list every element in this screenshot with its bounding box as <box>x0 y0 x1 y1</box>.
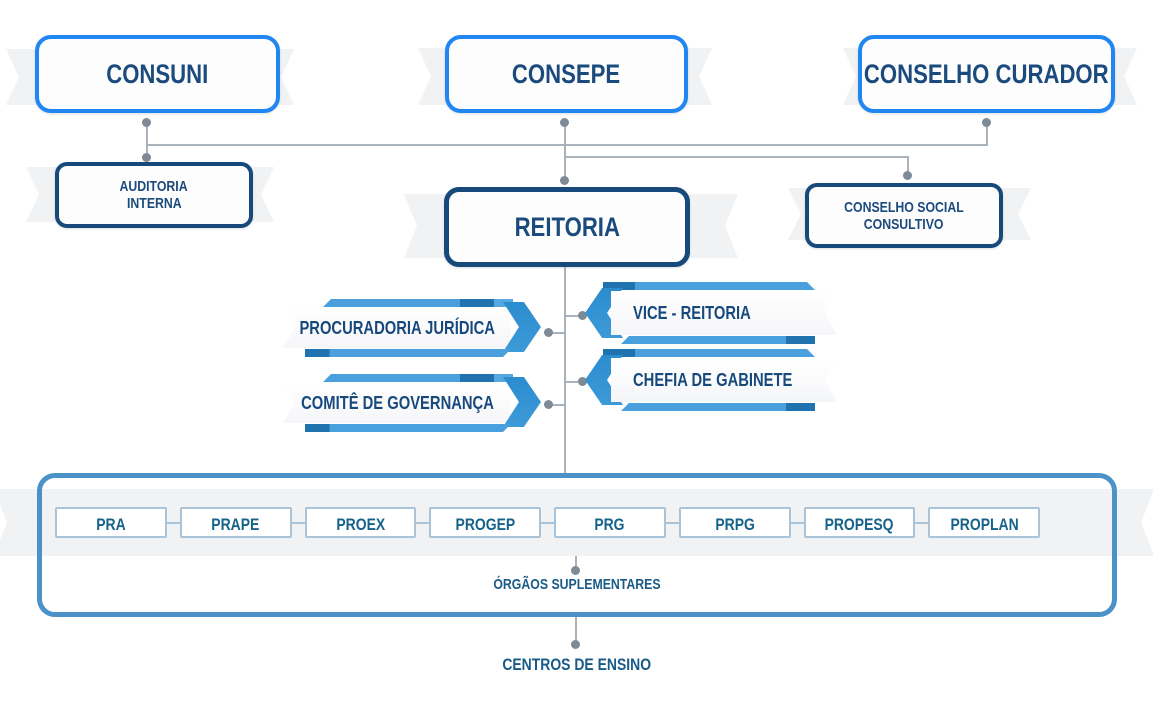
pro-reitoria-connector <box>665 521 679 524</box>
conselho-curador-label: CONSELHO CURADOR <box>864 58 1109 89</box>
connector-stub-vice <box>565 315 581 317</box>
connector-social-down <box>907 156 909 176</box>
centros-de-ensino-label: CENTROS DE ENSINO <box>377 655 777 675</box>
connector-dot <box>571 640 580 649</box>
procuradoria-juridica-label: PROCURADORIA JURÍDICA <box>299 317 495 338</box>
ribbon-accent-bar <box>621 336 815 344</box>
orgaos-suplementares-text: ÓRGÃOS SUPLEMENTARES <box>493 576 661 593</box>
procuradoria-juridica-body: PROCURADORIA JURÍDICA <box>283 308 511 348</box>
reitoria-structure-container <box>37 473 1117 617</box>
connector-stub-procuradoria <box>549 332 565 334</box>
connector-dot <box>982 118 991 127</box>
progep-label: PROGEP <box>455 515 515 534</box>
ribbon-accent-bar <box>603 349 815 357</box>
ribbon-accent-bar <box>305 349 511 357</box>
vice-reitoria-body: VICE - REITORIA <box>611 291 837 335</box>
pro-reitoria-connector <box>915 521 929 524</box>
connector-social-horizontal <box>565 156 909 158</box>
connector-stub-chefia <box>565 381 581 383</box>
connector-curador-down <box>986 122 988 146</box>
comite-governanca-label: COMITÊ DE GOVERNANÇA <box>300 392 494 413</box>
chefia-gabinete-ribbon: CHEFIA DE GABINETE <box>585 349 837 411</box>
comite-governanca-body: COMITÊ DE GOVERNANÇA <box>283 383 511 423</box>
auditoria-interna-box: AUDITORIA INTERNA <box>55 162 253 228</box>
reitoria-label: REITORIA <box>514 211 620 242</box>
chefia-gabinete-body: CHEFIA DE GABINETE <box>611 358 837 402</box>
pro-reitoria-box-progep: PROGEP <box>429 507 541 538</box>
connector-container-centros <box>575 617 577 643</box>
prape-label: PRAPE <box>211 515 260 534</box>
consepe-box: CONSEPE <box>445 35 688 113</box>
ribbon-accent-bar <box>603 282 815 290</box>
comite-governanca-ribbon: COMITÊ DE GOVERNANÇA <box>283 374 545 432</box>
connector-dot <box>578 377 587 386</box>
connector-dot <box>544 328 553 337</box>
prg-label: PRG <box>594 515 625 534</box>
vice-reitoria-label: VICE - REITORIA <box>633 302 751 323</box>
conselho-social-label-line1: CONSELHO SOCIAL <box>844 198 964 216</box>
connector-dot <box>142 118 151 127</box>
connector-dot <box>571 566 580 575</box>
proex-label: PROEX <box>335 515 385 534</box>
connector-dot <box>560 176 569 185</box>
vice-reitoria-ribbon: VICE - REITORIA <box>585 282 837 344</box>
pro-reitoria-box-pra: PRA <box>55 507 167 538</box>
connector-top-horizontal <box>146 144 988 146</box>
connector-stub-orgaos <box>575 556 577 570</box>
procuradoria-juridica-ribbon: PROCURADORIA JURÍDICA <box>283 299 545 357</box>
pro-reitoria-connector <box>166 521 180 524</box>
pro-reitoria-connector <box>541 521 554 524</box>
connector-dot <box>142 153 151 162</box>
connector-reitoria-container <box>564 267 566 473</box>
pro-reitoria-connector <box>416 521 430 524</box>
orgaos-suplementares-label: ÓRGÃOS SUPLEMENTARES <box>377 576 777 593</box>
proplan-label: PROPLAN <box>950 515 1019 534</box>
pra-label: PRA <box>96 515 126 534</box>
auditoria-label-line2: INTERNA <box>126 195 182 212</box>
prpg-label: PRPG <box>714 515 755 534</box>
pro-reitoria-box-proex: PROEX <box>304 507 417 538</box>
auditoria-label-line1: AUDITORIA <box>119 178 189 195</box>
pro-reitorias-row: PRA PRAPE PROEX PROGEP PRG PRPG PROPESQ … <box>55 506 1040 539</box>
connector-dot <box>544 400 553 409</box>
chefia-gabinete-label: CHEFIA DE GABINETE <box>633 369 793 390</box>
consuni-box: CONSUNI <box>35 35 280 113</box>
pro-reitoria-box-prape: PRAPE <box>179 507 292 538</box>
connector-consuni-auditoria <box>146 122 148 158</box>
pro-reitoria-box-prpg: PRPG <box>678 507 791 538</box>
ribbon-accent-bar <box>323 299 513 307</box>
ribbon-accent-bar <box>305 424 511 432</box>
propesq-label: PROPESQ <box>824 515 894 534</box>
ribbon-accent-bar <box>323 374 513 382</box>
ribbon-accent-bar <box>621 403 815 411</box>
connector-dot <box>560 118 569 127</box>
connector-dot <box>578 311 587 320</box>
pro-reitoria-box-prg: PRG <box>554 507 666 538</box>
conselho-curador-box: CONSELHO CURADOR <box>858 35 1115 113</box>
conselho-social-box: CONSELHO SOCIAL CONSULTIVO <box>805 183 1003 248</box>
pro-reitoria-box-propesq: PROPESQ <box>803 507 916 538</box>
pro-reitoria-box-proplan: PROPLAN <box>928 507 1040 538</box>
connector-consepe-reitoria <box>564 122 566 181</box>
consuni-label: CONSUNI <box>106 58 209 89</box>
connector-dot <box>903 171 912 180</box>
connector-stub-comite <box>549 404 565 406</box>
reitoria-box: REITORIA <box>444 187 690 267</box>
centros-de-ensino-text: CENTROS DE ENSINO <box>502 655 652 674</box>
pro-reitoria-connector <box>291 521 305 524</box>
consepe-label: CONSEPE <box>512 58 621 89</box>
pro-reitoria-connector <box>790 521 804 524</box>
conselho-social-label-line2: CONSULTIVO <box>864 215 944 233</box>
